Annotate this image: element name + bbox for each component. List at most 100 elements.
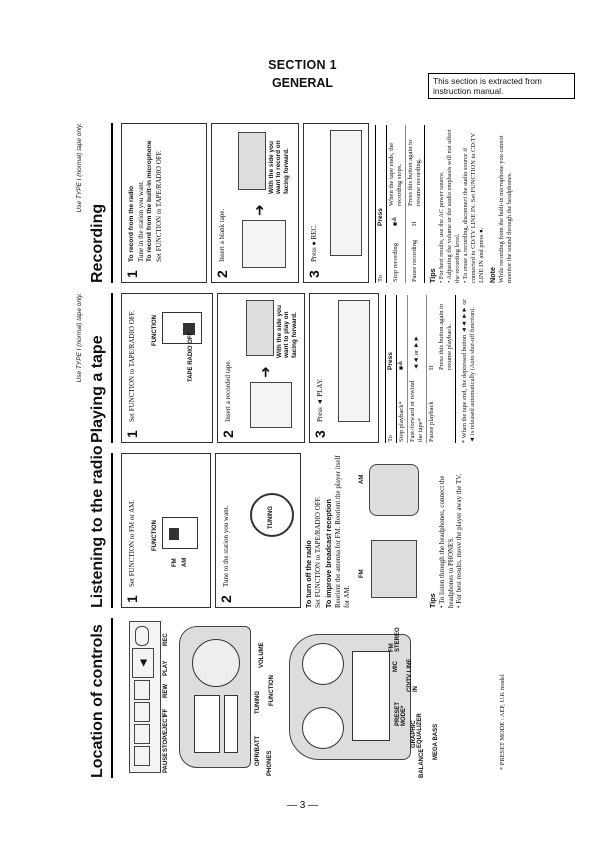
function-switch-icon: [162, 312, 202, 344]
table-cell: ■≜: [392, 216, 399, 226]
playing-footnote: * When the tape end, the depressed butto…: [461, 299, 476, 443]
column-header-to: To: [377, 275, 384, 282]
arrow-icon: ➜: [253, 204, 268, 216]
fm-switch-label: FM: [172, 558, 178, 567]
table-row: Stop recording ■≜ When the tape ends, th…: [386, 125, 406, 283]
top-view-player-illustration: [179, 626, 251, 768]
phones-label: PHONES: [267, 750, 273, 776]
mega-bass-label: MEGA BASS: [433, 723, 439, 760]
improve-text: Reorient the antenna for FM. Reorient th…: [334, 455, 351, 608]
recording-step1-panel: 1 To record from the radio Tune in the s…: [121, 123, 207, 283]
ff-label: FF: [163, 708, 169, 716]
fm-antenna-label: FM: [359, 569, 365, 578]
table-row: Pause playback II: [427, 295, 438, 443]
title-rule: [111, 618, 113, 778]
general-heading: GENERAL: [271, 76, 334, 90]
rec-button-illustration: [330, 130, 362, 256]
playing-step2-text: Insert a recorded tape.: [224, 359, 232, 422]
radio-column: Listening to the radio 1 Set FUNCTION to…: [89, 445, 531, 608]
step-number-1: 1: [124, 270, 140, 278]
improve-heading: To improve broadcast reception: [324, 499, 333, 608]
opr-batt-label: OPR/BATT: [255, 735, 261, 766]
table-cell: ◄◄ or ►►: [413, 335, 420, 370]
table-header-row: To Press: [385, 295, 397, 443]
tape-door-illustration: [242, 220, 286, 268]
table-cell: II: [411, 221, 418, 226]
page-number: — 3 —: [286, 800, 319, 811]
tape-radio-off-label: TAPE RADIO OFF: [188, 331, 194, 382]
section-heading: SECTION 1: [268, 58, 337, 72]
cd-tv-line-in-label: CD/TV LINE IN: [407, 658, 419, 692]
recording-step3-panel: 3 Press ● REC.: [303, 123, 369, 283]
volume-label: VOLUME: [259, 642, 265, 668]
recording-tip-3: • To erase a recording, disconnect the a…: [462, 132, 485, 283]
tuning-label: TUNING: [255, 691, 261, 714]
recording-step2-panel: 2 Insert a blank tape. ➜ With the side y…: [211, 123, 299, 283]
switch-knob: [169, 528, 179, 540]
function-switch-label: FUNCTION: [152, 315, 158, 346]
table-cell: Stop playback*: [398, 401, 405, 442]
record-radio-heading: To record from the radio: [128, 185, 135, 262]
play-key: ◄: [132, 648, 154, 678]
rotated-manual-content: Location of controls ◄ PAUSE STOP/EJECT …: [76, 123, 531, 778]
recording-step3-text: Press ● REC.: [310, 224, 318, 262]
step-number-2: 2: [220, 430, 236, 438]
playing-column: Use TYPE I (normal) tape only. Playing a…: [76, 293, 531, 443]
balance-label: BALANCE: [419, 748, 425, 778]
front-view-player-illustration: [289, 634, 411, 760]
play-button-illustration: [338, 300, 370, 422]
turn-off-text: Set FUNCTION to TAPE/RADIO OFF.: [314, 496, 322, 608]
tape-door-illustration: [250, 382, 292, 428]
title-rule: [111, 453, 113, 608]
recording-step2-text: Insert a blank tape.: [218, 208, 226, 262]
playing-step1-text: Set FUNCTION to TAPE/RADIO OFF.: [128, 310, 136, 422]
table-cell: II: [428, 365, 435, 370]
record-radio-text: Tune in the station you want.: [137, 180, 145, 262]
column-header-to: To: [387, 435, 394, 442]
step-number-2: 2: [214, 270, 230, 278]
rec-key: [135, 626, 149, 646]
recording-note-text: While recording from the built-in microp…: [498, 135, 513, 283]
step-number-3: 3: [312, 430, 328, 438]
recording-tip-1: • For best results, use the AC power sou…: [438, 171, 445, 283]
turn-off-heading: To turn off the radio: [304, 540, 313, 608]
playing-title: Playing a tape: [89, 335, 106, 443]
table-cell: ■≜: [398, 360, 405, 370]
table-row: Press this button again to resume playba…: [437, 295, 456, 443]
step-number-3: 3: [306, 270, 322, 278]
playing-controls-table: To Press Stop playback* ■≜ Fast-forward …: [385, 295, 456, 443]
function-switch-icon: [162, 517, 198, 549]
recording-controls-table: To Press Stop recording ■≜ When the tape…: [375, 125, 425, 283]
function-switch-label: FUNCTION: [152, 520, 158, 551]
preset-mode-label: PRESET MODE*: [395, 701, 407, 726]
table-row: Stop playback* ■≜: [396, 295, 408, 443]
preset-footnote: * PRESET MODE : AEP, U.K model: [499, 674, 506, 770]
record-mic-heading: To record from the built-in microphone: [146, 140, 153, 263]
table-row: Pause recording II Press this button aga…: [405, 125, 425, 283]
rew-key: [134, 680, 150, 700]
radio-step2-panel: 2 Tune to the station you want. TUNING: [215, 453, 301, 608]
table-cell: Pause recording: [411, 239, 418, 282]
fm-stereo-label: FM STEREO: [389, 627, 401, 652]
playing-step3-panel: 3 Press ◄ PLAY.: [309, 293, 379, 443]
am-antenna-label: AM: [359, 474, 365, 484]
recording-tape-type-note: Use TYPE I (normal) tape only.: [76, 123, 83, 213]
column-header-press: Press: [387, 352, 394, 370]
cassette-illustration: [238, 132, 266, 190]
table-row: Fast-forward or rewind the tape* ◄◄ or ►…: [407, 295, 427, 443]
extract-note-box: This section is extracted from instructi…: [428, 73, 575, 99]
pause-label: PAUSE: [163, 752, 169, 773]
cassette-illustration: [246, 300, 274, 356]
recording-note-heading: Note: [488, 267, 497, 283]
column-header-press: Press: [377, 208, 384, 226]
table-cell: Pause playback: [428, 401, 435, 442]
record-mic-text: Set FUNCTION to TAPE/RADIO OFF.: [155, 150, 163, 262]
rew-label: REW: [163, 684, 169, 698]
step-number-2: 2: [218, 595, 234, 603]
left-speaker: [302, 707, 344, 749]
right-speaker: [302, 643, 344, 685]
tuning-dial-label: TUNING: [268, 506, 274, 529]
am-switch-label: AM: [182, 557, 188, 567]
am-reception-illustration: [369, 464, 419, 516]
radio-step2-text: Tune to the station you want.: [222, 505, 230, 587]
